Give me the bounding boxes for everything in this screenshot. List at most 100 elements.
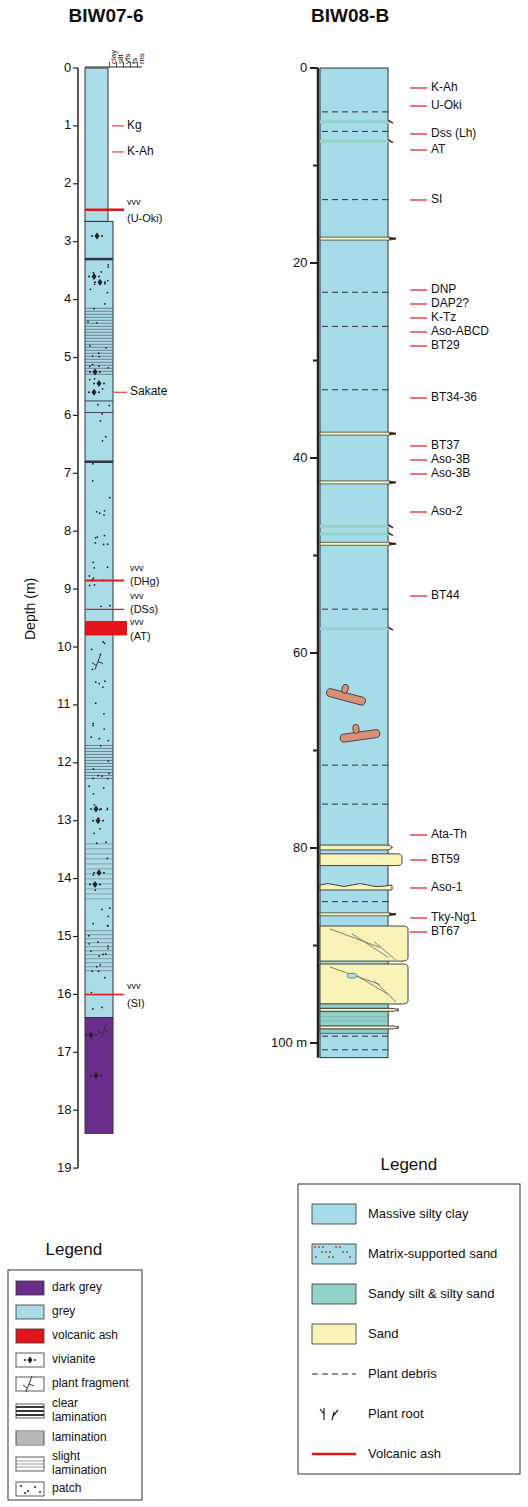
plant-debris-line <box>322 765 388 766</box>
patch-dot <box>107 948 109 950</box>
clear-lamination-sample <box>16 1406 44 1408</box>
vivianite-dot <box>98 275 100 277</box>
lamination-sample <box>16 1443 44 1444</box>
legend-frame <box>8 1270 142 1500</box>
label-text: 0 <box>300 61 307 76</box>
patch-dot <box>93 567 95 569</box>
vivianite-dot <box>85 1034 87 1036</box>
layer-edge <box>388 627 393 630</box>
lamination-line <box>85 323 113 324</box>
depth-tick <box>73 1110 78 1111</box>
plant-fragment-symbol <box>23 1376 34 1392</box>
slight-lamination-sample <box>16 1461 44 1462</box>
grey-unit <box>85 68 108 221</box>
layer-edge <box>389 481 396 483</box>
legend-swatch-frame <box>16 1404 44 1418</box>
patch-dot <box>89 345 91 347</box>
plant-debris-line <box>322 199 388 200</box>
patch-dot <box>95 681 97 683</box>
legend-swatch <box>312 1284 356 1304</box>
patch-dot <box>98 738 100 740</box>
vivianite-symbol <box>94 279 106 286</box>
lamination-line <box>85 374 113 375</box>
label-text: 4 <box>64 292 71 307</box>
vivianite-symbol <box>91 232 103 239</box>
depth-tick <box>73 588 78 589</box>
legend-text: Sandy silt & silty sand <box>368 1287 494 1302</box>
legend-text: patch <box>52 1482 136 1496</box>
tephra-label: SI <box>431 193 442 207</box>
vivianite-dot <box>89 883 91 885</box>
tephra-tick <box>410 511 427 512</box>
vivianite-dot <box>100 1074 102 1076</box>
vivianite-diamond <box>98 279 103 286</box>
tephra-label: Aso-1 <box>431 881 462 895</box>
lamination-sample <box>16 1437 44 1438</box>
ash-line <box>85 994 124 996</box>
label-text: (DHg) <box>130 575 159 588</box>
tephra-label: Tky-Ng1 <box>431 911 476 925</box>
legend-item <box>16 1305 44 1319</box>
depth-tick <box>73 299 78 300</box>
patch-dot <box>104 510 106 512</box>
layer-edge <box>388 140 393 143</box>
patch-dot <box>107 915 109 917</box>
legend-item <box>320 1408 338 1420</box>
sandy-silt-layer <box>320 120 390 123</box>
depth-tick <box>73 531 78 532</box>
lamination-sample <box>16 1439 44 1440</box>
patch-dot <box>98 356 100 358</box>
patch-dot <box>96 322 98 324</box>
tephra-label: AT <box>431 143 445 157</box>
legend-item <box>16 1329 44 1343</box>
label-text: Legend <box>46 1240 103 1260</box>
clear-lamination <box>85 258 113 261</box>
tephra-tick <box>410 397 427 398</box>
patch-dot <box>105 841 107 843</box>
patch-dot <box>107 292 109 294</box>
lamination-line <box>85 745 113 746</box>
label-text: 12 <box>57 755 71 770</box>
legend-text: clear lamination <box>52 1397 136 1425</box>
plant-debris-line <box>322 1036 388 1037</box>
lamination-sample <box>16 1435 44 1436</box>
legend-text: Matrix-supported sand <box>368 1247 497 1262</box>
label-text: 2 <box>64 176 71 191</box>
lamination-line <box>85 966 113 967</box>
lamination-line <box>85 317 113 318</box>
root-branch <box>341 684 349 694</box>
depth-tick <box>73 473 78 474</box>
tephra-tick <box>410 459 427 460</box>
legend-swatch <box>16 1305 44 1319</box>
lamination-line <box>85 332 113 333</box>
vivianite-diamond <box>97 380 102 387</box>
lamination-line <box>85 863 113 864</box>
vivianite-diamond <box>93 368 98 375</box>
tephra-tick <box>112 151 124 152</box>
lamination-line <box>85 751 113 752</box>
label-text: vvv <box>127 197 141 207</box>
sand-grain <box>315 1256 317 1258</box>
tephra-label: BT37 <box>431 439 460 453</box>
slight-lamination-sample <box>16 1464 44 1465</box>
patch-dot <box>104 303 106 305</box>
legend-text: Sand <box>368 1327 398 1342</box>
vivianite-symbol <box>90 806 102 813</box>
layer-edge <box>388 525 393 528</box>
patch-dot <box>88 785 90 787</box>
tephra-label: Ata-Th <box>431 828 467 842</box>
vivianite-dot <box>93 383 95 385</box>
vivianite-diamond <box>96 817 101 824</box>
cross-bedding <box>374 942 396 961</box>
patch-dot <box>109 497 111 499</box>
lamination-line <box>85 962 113 963</box>
plant-fragment-symbol <box>92 653 103 669</box>
label-text: vvv <box>127 981 141 991</box>
tephra-label: BT34-36 <box>431 391 477 405</box>
depth-tick <box>73 878 78 879</box>
thin-sand-layer <box>320 1026 398 1029</box>
tephra-tick <box>410 887 427 888</box>
tephra-label: U-Oki <box>431 99 462 113</box>
label-text: (DSs) <box>130 603 158 616</box>
label-text: Kg <box>127 119 142 133</box>
